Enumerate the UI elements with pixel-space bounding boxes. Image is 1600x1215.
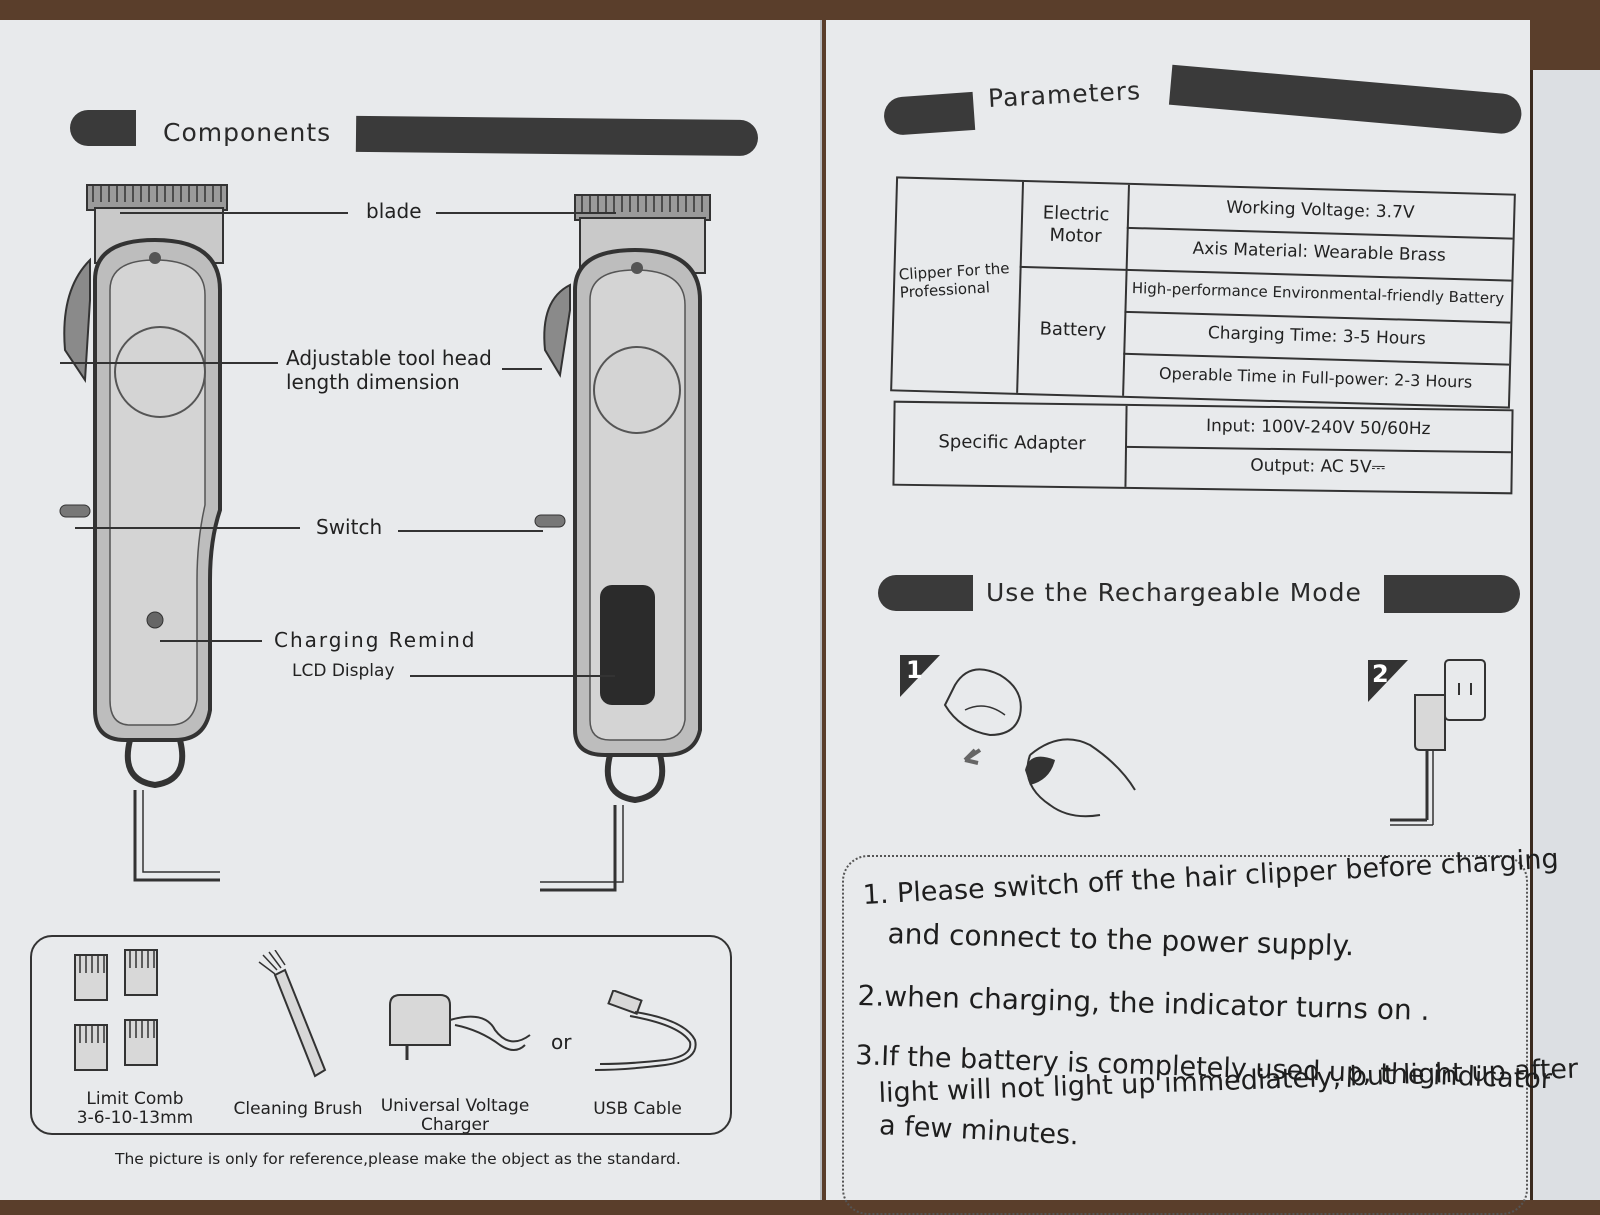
adapter-table: Specific Adapter Input: 100V-240V 50/60H… (892, 400, 1514, 495)
charging-remind-label: Charging Remind (274, 628, 477, 652)
head-leader-left (60, 362, 278, 364)
usb-cable-icon (594, 990, 697, 1071)
blade-label: blade (366, 199, 422, 223)
cleaning-brush-label: Cleaning Brush (233, 1099, 363, 1119)
param-row-2: Axis Material: Wearable Brass (1192, 238, 1446, 266)
adapter-output-cell: Output: AC 5V⎓ (1250, 455, 1386, 478)
components-header-bar (355, 115, 759, 157)
param-row-1: Working Voltage: 3.7V (1225, 197, 1415, 223)
step-1-number: 1 (906, 656, 923, 684)
head-label-line1: Adjustable tool head (286, 346, 492, 370)
clipper-front-drawing (59, 184, 228, 882)
thumb-press-switch-icon (943, 668, 1136, 818)
charger-icon (389, 994, 531, 1060)
cleaning-brush-icon (258, 950, 327, 1078)
param-row-3: High-performance Environmental-friendly … (1131, 279, 1505, 308)
charger-label: Universal Voltage Charger (380, 1096, 530, 1135)
limit-comb-label: Limit Comb 3-6-10-13mm (76, 1089, 194, 1128)
components-header-tab (70, 110, 136, 146)
param-row-4: Charging Time: 3-5 Hours (1207, 323, 1427, 350)
adapter-input-cell: Input: 100V-240V 50/60Hz (1205, 416, 1431, 440)
charging-leader (160, 640, 262, 642)
electric-motor-cell: Electric Motor (1042, 202, 1110, 248)
limit-comb-icon (74, 949, 158, 1071)
accessories-box (30, 935, 732, 1135)
or-label: or (551, 1030, 572, 1054)
param-row-5: Operable Time in Full-power: 2-3 Hours (1158, 363, 1473, 392)
parameters-header-tab (882, 91, 976, 137)
instructions-box (842, 855, 1528, 1215)
plug-into-outlet-icon (1390, 659, 1486, 826)
head-label-line2: length dimension (286, 370, 460, 394)
lcd-leader (410, 675, 615, 677)
battery-cell: Battery (1039, 318, 1107, 342)
switch-leader-right (398, 530, 543, 532)
blade-leader-left (120, 212, 348, 214)
mode-header-tab (878, 575, 973, 611)
step-2-badge (1368, 660, 1408, 702)
switch-label: Switch (316, 515, 383, 539)
mode-title: Use the Rechargeable Mode (986, 578, 1362, 607)
reference-footnote: The picture is only for reference,please… (115, 1150, 681, 1168)
adapter-cell: Specific Adapter (938, 431, 1086, 455)
usb-cable-label: USB Cable (593, 1099, 682, 1119)
mode-header-bar (1384, 575, 1520, 613)
step-1-badge (900, 655, 940, 697)
next-page-edge (1530, 70, 1600, 1200)
switch-leader-left (75, 527, 300, 529)
clipper-back-drawing (534, 194, 711, 892)
parameters-table: Clipper For the Professional Electric Mo… (890, 176, 1516, 409)
components-title: Components (163, 118, 332, 147)
head-leader-right (502, 368, 542, 370)
lcd-display-label: LCD Display (292, 661, 395, 681)
product-cell: Clipper For the Professional (898, 259, 1011, 302)
blade-leader-right (436, 212, 616, 214)
step-2-number: 2 (1372, 660, 1389, 688)
